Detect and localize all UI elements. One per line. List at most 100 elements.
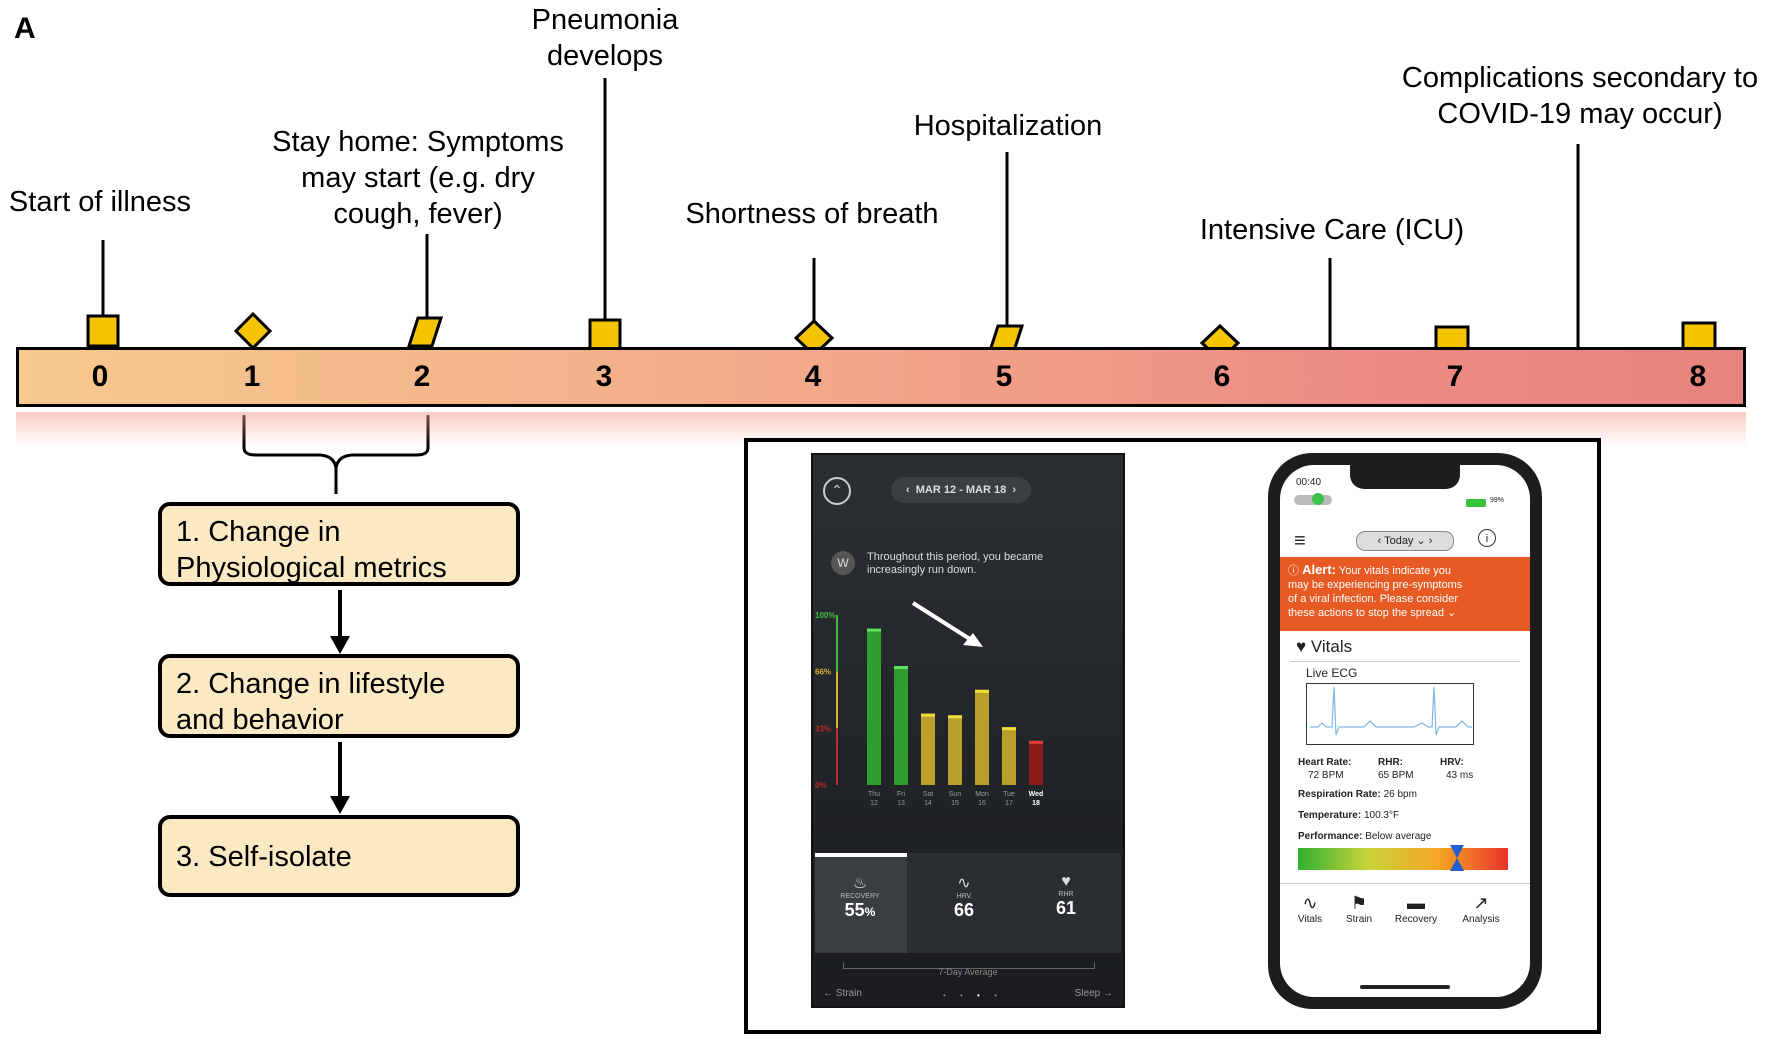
hrv-icon: ∿ <box>957 875 971 892</box>
chevron-right-icon[interactable]: › <box>1006 484 1017 496</box>
stats-strip <box>815 853 1121 953</box>
tab-vitals[interactable]: ∿Vitals <box>1284 893 1336 925</box>
tab-recovery[interactable]: ▬Recovery <box>1384 893 1448 925</box>
temperature-row: Temperature: 100.3°F <box>1298 810 1400 821</box>
tick-8: 8 <box>1689 360 1707 393</box>
stat-recovery-tab[interactable] <box>815 853 907 953</box>
bar-cap <box>975 689 989 693</box>
tab-strain[interactable]: ⚑Strain <box>1336 893 1382 925</box>
ecg-graph <box>1306 683 1474 745</box>
tick-5: 5 <box>995 360 1013 393</box>
battery-level: 99% <box>1490 497 1505 504</box>
stat-hrv: ∿ HRV 66 <box>917 873 1011 921</box>
coach-avatar: W <box>831 551 855 575</box>
runner-icon: ⚑ <box>1350 893 1368 913</box>
x-tick-date: 12 <box>870 800 878 807</box>
performance-row: Performance: Below average <box>1298 831 1432 842</box>
menu-icon[interactable]: ≡ <box>1294 530 1306 552</box>
rhr-value: 65 BPM <box>1378 770 1414 781</box>
hrv-value: 43 ms <box>1446 770 1474 781</box>
vitals-heading: ♥ Vitals <box>1296 637 1353 656</box>
tick-1: 1 <box>243 360 261 393</box>
alert-banner[interactable]: ⓘ Alert: Your vitals indicate you may be… <box>1280 557 1530 631</box>
average-bracket <box>843 962 1095 969</box>
tick-7: 7 <box>1446 360 1464 393</box>
flow-step-1: 1. Change in Physiological metrics <box>158 502 520 586</box>
chevron-down-icon[interactable]: ⌄ <box>1443 607 1457 619</box>
x-tick-day: Thu <box>868 791 880 798</box>
y-tick-label: 0% <box>815 781 827 790</box>
bar-cap <box>921 713 935 717</box>
info-icon[interactable]: i <box>1478 529 1496 547</box>
bar-cap <box>1002 727 1016 731</box>
marker-day0-square <box>86 314 120 348</box>
divider <box>1290 661 1520 662</box>
event-complications: Complications secondary to COVID-19 may … <box>1401 62 1759 130</box>
bar-cap <box>867 628 881 632</box>
chevron-left-icon[interactable]: ‹ <box>905 484 916 496</box>
x-tick-day: Sat <box>923 791 934 798</box>
bar-thu-12 <box>867 628 881 785</box>
tab-analysis[interactable]: ↗Analysis <box>1450 893 1512 925</box>
flow-step-2: 2. Change in lifestyle and behavior <box>158 654 520 738</box>
alert-icon: ⓘ <box>1288 565 1303 577</box>
heart-icon: ♥ <box>1061 873 1071 890</box>
x-tick-date: 18 <box>1032 800 1040 807</box>
panel-label-a: A <box>14 12 36 45</box>
x-tick-day: Mon <box>975 791 989 798</box>
event-shortness-of-breath: Shortness of breath <box>685 198 939 230</box>
hrv-label: HRV: <box>1440 757 1464 768</box>
nav-strain-link[interactable]: ← Strain <box>823 988 862 999</box>
x-tick-day: Wed <box>1029 791 1044 798</box>
flow-step-3: 3. Self-isolate <box>158 815 520 897</box>
event-hospitalization: Hospitalization <box>913 110 1103 142</box>
bar-cap <box>948 715 962 719</box>
nav-sleep-link[interactable]: Sleep → <box>1074 988 1113 999</box>
tick-4: 4 <box>804 360 822 393</box>
gauge-marker-bottom <box>1450 858 1464 871</box>
y-tick-label: 66% <box>815 668 831 677</box>
hr-label: Heart Rate: <box>1298 757 1352 768</box>
collapse-icon[interactable]: ⌃ <box>823 477 851 505</box>
tick-2: 2 <box>413 360 431 393</box>
tick-3: 3 <box>595 360 613 393</box>
marker-day3-square <box>588 318 622 352</box>
phone-notch <box>1350 465 1460 489</box>
rhr-label: RHR: <box>1378 757 1403 768</box>
bar-fri-13 <box>894 666 908 785</box>
selected-tab-indicator <box>815 853 907 857</box>
bar-wed-18 <box>1029 740 1043 785</box>
tick-6: 6 <box>1213 360 1231 393</box>
panel-b-app: ⌃ ‹ MAR 12 - MAR 18 › W Throughout this … <box>811 453 1125 1008</box>
respiration-row: Respiration Rate: 26 bpm <box>1298 789 1417 800</box>
status-time: 00:40 <box>1296 477 1322 488</box>
average-label: 7-Day Average <box>938 967 998 977</box>
performance-gauge <box>1298 848 1508 870</box>
date-range-selector[interactable]: ‹ MAR 12 - MAR 18 › <box>891 477 1031 503</box>
marker-day2-parallelogram <box>406 316 444 348</box>
bar-sun-15 <box>948 715 962 785</box>
event-pneumonia: Pneumonia develops <box>531 4 679 72</box>
hr-value: 72 BPM <box>1308 770 1344 781</box>
tabbar-divider <box>1280 883 1530 884</box>
analysis-chart-icon: ↗ <box>1473 893 1489 913</box>
pulse-icon: ∿ <box>1302 893 1318 913</box>
recovery-chart: 100%66%33%0%Thu12Fri13Sat14Sun15Mon16Tue… <box>815 601 1044 807</box>
heart-pulse-icon: ♥ <box>1296 637 1311 656</box>
connected-indicator <box>1312 493 1324 505</box>
timeline-bar <box>16 347 1746 407</box>
y-tick-label: 33% <box>815 724 831 733</box>
event-icu: Intensive Care (ICU) <box>1199 214 1465 246</box>
panel-c-phone: 00:40 99% ≡ ‹ Today ⌄ › i ⓘ Alert: Your … <box>1268 453 1542 1009</box>
today-selector[interactable]: ‹ Today ⌄ › <box>1356 531 1454 551</box>
event-stay-home: Stay home: Symptoms may start (e.g. dry … <box>272 126 564 230</box>
x-tick-day: Fri <box>897 791 906 798</box>
battery-icon <box>1466 499 1486 507</box>
page-dots[interactable]: • • • • <box>943 991 1003 1000</box>
x-tick-date: 15 <box>951 800 959 807</box>
bar-mon-16 <box>975 689 989 785</box>
ecg-label: Live ECG <box>1306 666 1358 680</box>
x-tick-date: 16 <box>978 800 986 807</box>
bed-icon: ▬ <box>1407 893 1425 913</box>
